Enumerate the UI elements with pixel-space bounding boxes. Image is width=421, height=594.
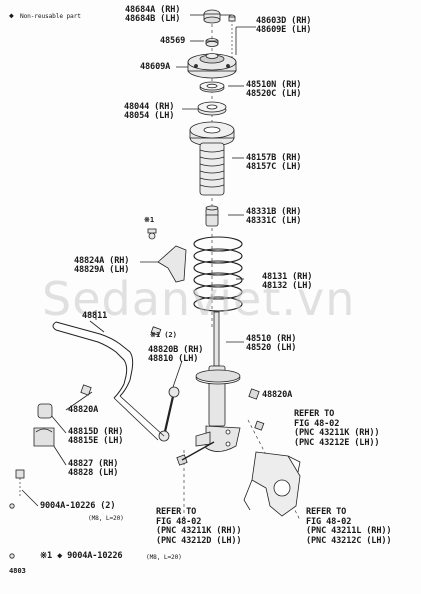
footnote-dot (9, 553, 15, 559)
footnote-part: ※1 ◆ 9004A-10226 (40, 551, 123, 561)
bolt-9004a (15, 469, 25, 479)
stabilizer-bar (52, 321, 165, 441)
label-48131: 48131 (RH) 48132 (LH) (262, 272, 313, 292)
label-9004a-spec: (M8, L=20) (88, 515, 124, 522)
label-48044: 48044 (RH) 48054 (LH) (124, 102, 175, 122)
legend-symbol: ◆ (9, 11, 14, 20)
label-mark-1: ※1 (144, 215, 155, 224)
label-48811: 48811 (82, 311, 108, 321)
bolt-marked-2 (150, 326, 162, 336)
refer-fig-48-02-upper-right: REFER TO FIG 48-02 (PNC 43211K (RH)) (PN… (294, 409, 380, 448)
coil-spring (193, 236, 243, 312)
legend-text: Non-reusable part (20, 13, 81, 20)
label-48815: 48815D (RH) 48815E (LH) (68, 427, 124, 447)
label-48820a-left: 48820A (68, 405, 99, 415)
stabilizer-bracket (157, 245, 187, 283)
label-48331: 48331B (RH) 48331C (LH) (246, 207, 302, 227)
footnote-spec: (M8, L=20) (146, 554, 182, 561)
label-48824: 48824A (RH) 48829A (LH) (74, 256, 130, 276)
steering-knuckle (243, 451, 301, 517)
watermark: Sedanviet.vn (42, 272, 356, 326)
label-48510n: 48510N (RH) 48520C (LH) (246, 80, 302, 100)
label-48609a: 48609A (140, 62, 171, 72)
label-48603: 48603D (RH) 48609E (LH) (256, 16, 312, 36)
label-9004a: 9004A-10226 (2) (40, 501, 116, 511)
label-48510: 48510 (RH) 48520 (LH) (246, 334, 297, 354)
label-48820b: 48820B (RH) 48810 (LH) (148, 345, 204, 365)
dust-boot (199, 142, 225, 196)
label-48684: 48684A (RH) 48684B (LH) (125, 5, 181, 25)
bushing-bracket (33, 427, 55, 447)
refer-fig-48-02-lower-left: REFER TO FIG 48-02 (PNC 43211K (RH)) (PN… (156, 507, 242, 546)
label-48820a-right: 48820A (262, 390, 293, 400)
nut-48820a-left (80, 384, 92, 396)
nut-48820a-right (248, 388, 260, 400)
label-48569: 48569 (160, 36, 186, 46)
stabilizer-bushing (37, 403, 53, 419)
bump-stopper (205, 205, 219, 227)
shock-absorber (195, 311, 241, 452)
label-48157: 48157B (RH) 48157C (LH) (246, 153, 302, 173)
label-48827: 48827 (RH) 48828 (LH) (68, 459, 119, 479)
label-mark-1-2: ※1 (2) (150, 330, 177, 339)
nut-refer-right (254, 420, 265, 431)
page-number: 4803 (9, 566, 26, 575)
refer-fig-48-02-lower-right: REFER TO FIG 48-02 (PNC 43211L (RH)) (PN… (306, 507, 392, 546)
bolt-marked-1 (148, 232, 156, 240)
stabilizer-link (162, 391, 176, 437)
